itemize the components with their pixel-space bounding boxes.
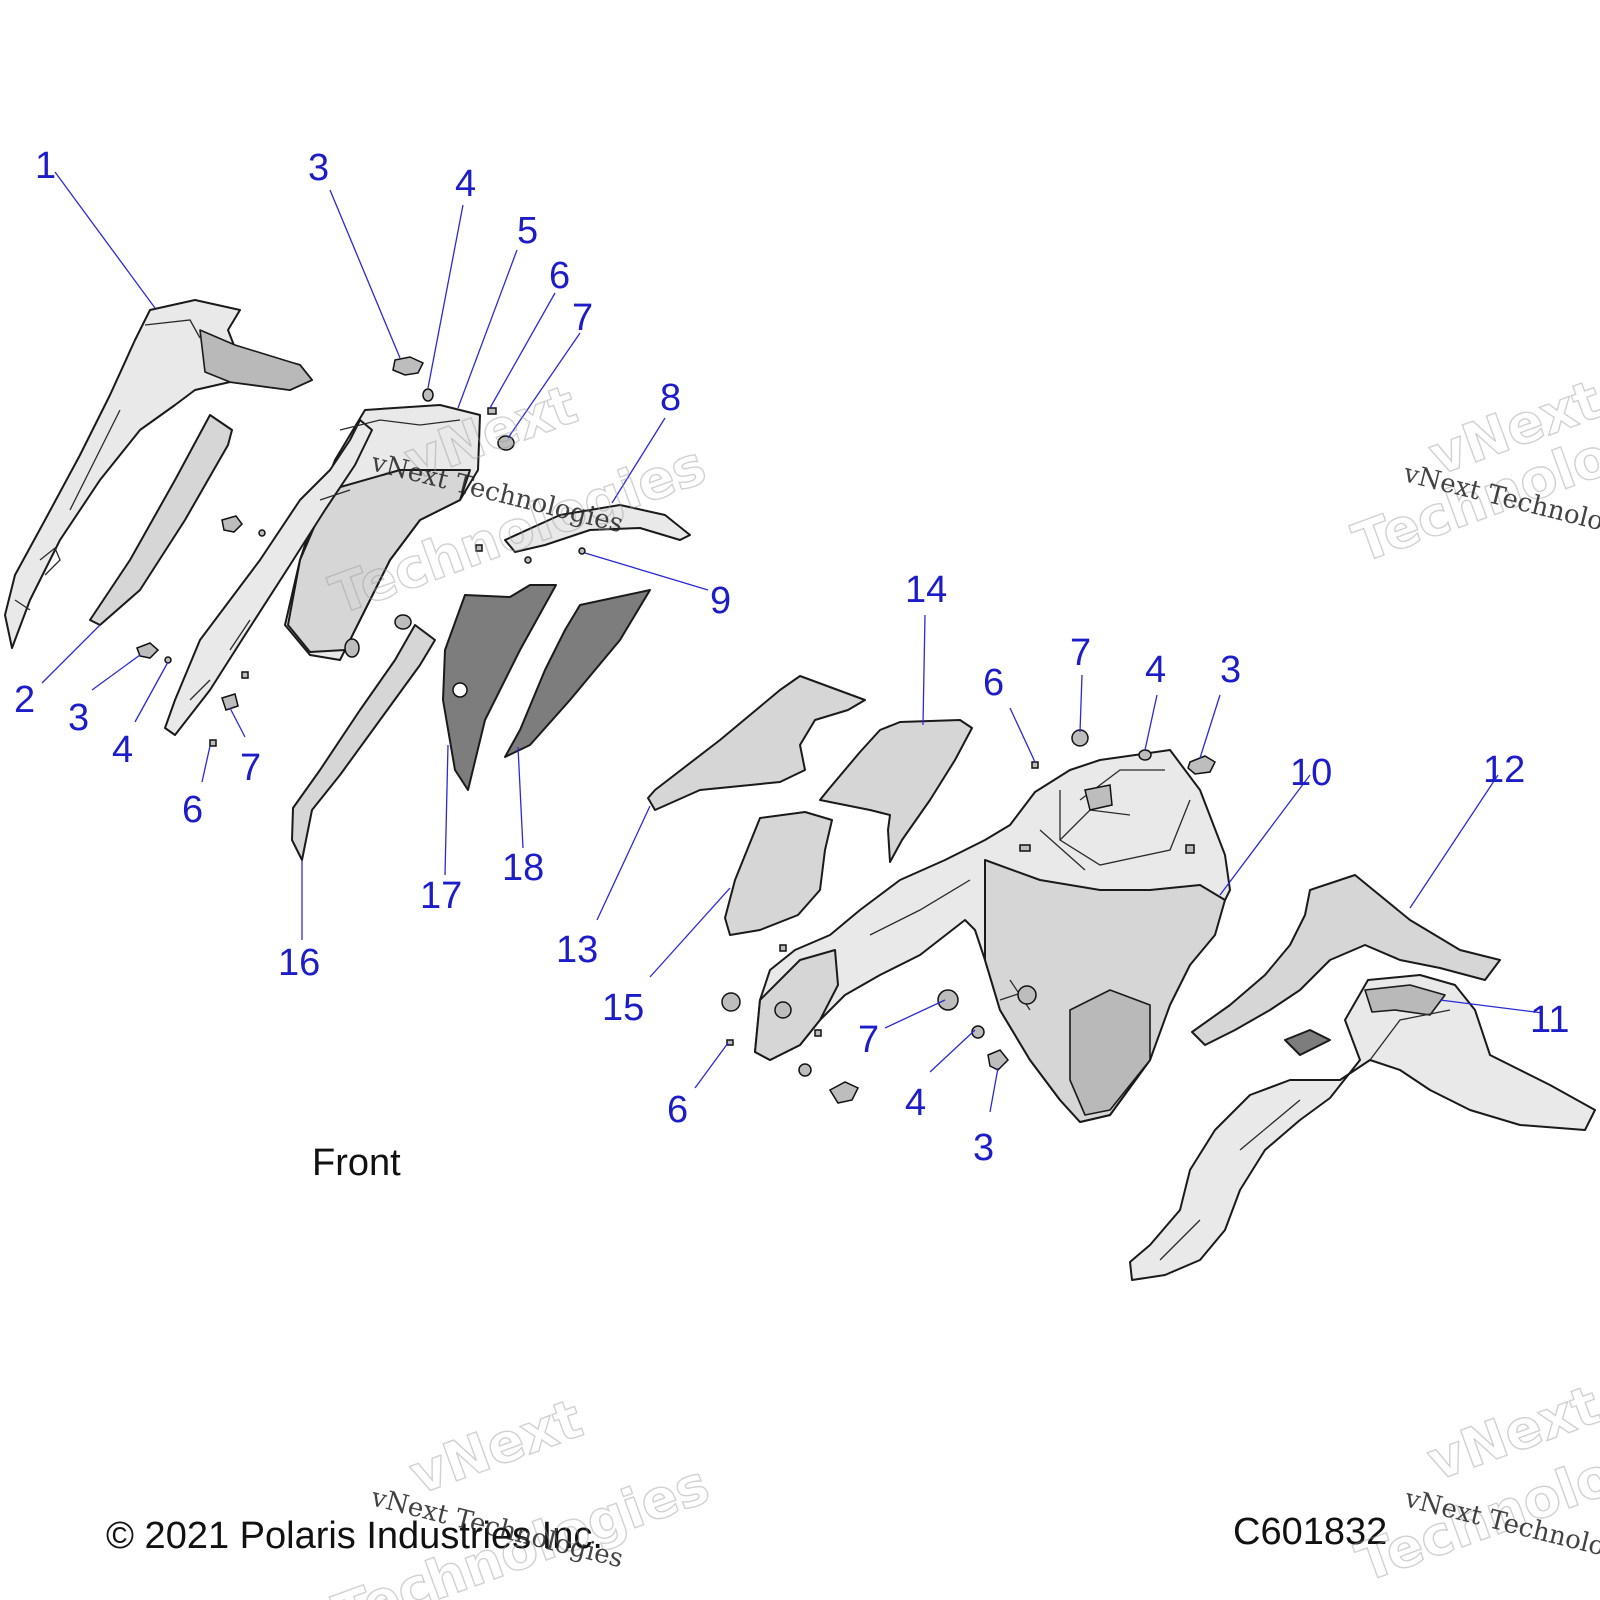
- part-17-pad: [442, 584, 557, 791]
- callout-7-left: 7: [240, 747, 261, 789]
- callout-16: 16: [278, 942, 320, 984]
- left-hardware: [136, 356, 586, 747]
- figure-id: C601832: [1233, 1511, 1387, 1553]
- part-8-curved-trim: [504, 504, 691, 553]
- callout-6-left: 6: [182, 789, 203, 831]
- callout-2: 2: [14, 679, 35, 721]
- part-12-fender-strip: [1191, 874, 1501, 1046]
- part-2-trim-strip: [89, 414, 233, 626]
- leader-lines: [41, 171, 1544, 1113]
- callout-6-lower: 6: [667, 1089, 688, 1131]
- part-5-inner-panel: [164, 404, 481, 736]
- callout-18: 18: [502, 847, 544, 889]
- callout-4: 4: [455, 163, 476, 205]
- part-1-left-fender: [4, 299, 313, 649]
- callout-13: 13: [556, 929, 598, 971]
- callout-3-left: 3: [68, 697, 89, 739]
- callout-4-right: 4: [1145, 649, 1166, 691]
- part-13-pad: [647, 675, 866, 811]
- svg-text:vNext: vNext: [402, 1387, 591, 1507]
- part-18-pad: [504, 589, 651, 758]
- callout-3-lower: 3: [973, 1127, 994, 1169]
- callout-9: 9: [710, 580, 731, 622]
- callout-10: 10: [1290, 752, 1332, 794]
- callout-7-lower: 7: [858, 1019, 879, 1061]
- callout-3: 3: [308, 147, 329, 189]
- callout-8: 8: [660, 377, 681, 419]
- part-15-pad: [724, 811, 833, 936]
- callout-12: 12: [1483, 749, 1525, 791]
- copyright-text: © 2021 Polaris Industries Inc.: [106, 1515, 603, 1557]
- callout-7: 7: [572, 297, 593, 339]
- callout-14: 14: [905, 569, 947, 611]
- right-hardware: [721, 729, 1216, 1104]
- part-16-strip-pad: [291, 624, 436, 861]
- callout-4-left: 4: [112, 729, 133, 771]
- callout-11: 11: [1530, 999, 1569, 1041]
- callout-4-lower: 4: [905, 1082, 926, 1124]
- part-10-rear-body: [754, 749, 1231, 1123]
- callout-17: 17: [420, 875, 462, 917]
- callout-5: 5: [517, 210, 538, 252]
- part-11-rear-fender: [1129, 974, 1596, 1281]
- callout-1: 1: [35, 145, 56, 187]
- front-label: Front: [312, 1142, 401, 1184]
- callout-6-right: 6: [983, 662, 1004, 704]
- part-14-pad: [819, 719, 973, 863]
- callout-6: 6: [549, 255, 570, 297]
- callout-15: 15: [602, 987, 644, 1029]
- callout-labels: 1 3 4 5 6 7 8 9 2 3 4 7 6 16 17 18 13 14…: [14, 145, 1569, 1169]
- callout-7-right: 7: [1070, 632, 1091, 674]
- callout-3-right: 3: [1220, 649, 1241, 691]
